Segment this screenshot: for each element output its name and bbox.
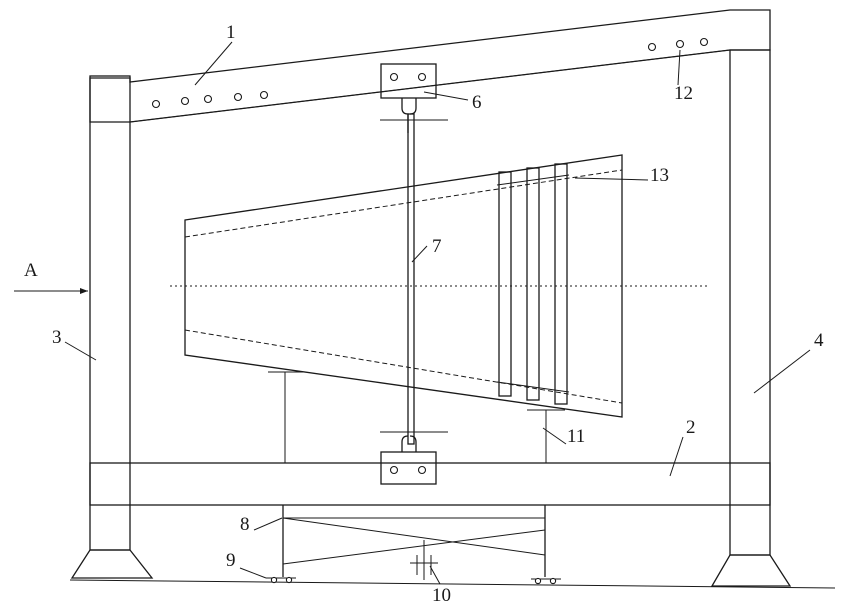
view-arrow-a	[14, 288, 88, 294]
tapered-specimen	[170, 154, 710, 418]
leader-lines	[64, 41, 811, 585]
beam-holes-left	[151, 90, 269, 109]
label-1: 1	[226, 22, 236, 43]
label-2: 2	[686, 417, 696, 438]
right-wheels	[531, 577, 561, 585]
label-12: 12	[674, 83, 693, 104]
base-cart	[282, 505, 546, 577]
label-7: 7	[432, 236, 442, 257]
label-9: 9	[226, 550, 236, 571]
specimen-supports	[268, 371, 565, 463]
label-11: 11	[567, 426, 585, 447]
bottom-beam	[89, 462, 771, 506]
screw-jack	[410, 540, 438, 580]
label-3: 3	[52, 327, 62, 348]
ground-line	[69, 579, 836, 589]
vertical-rod	[407, 113, 415, 445]
left-wheels	[266, 576, 296, 584]
gauge-strips	[496, 163, 570, 405]
left-column	[70, 75, 154, 579]
label-8: 8	[240, 514, 250, 535]
top-beam	[89, 9, 771, 123]
label-4: 4	[814, 330, 824, 351]
bottom-clamp	[380, 431, 448, 485]
label-10: 10	[432, 585, 451, 606]
beam-holes-right	[647, 37, 709, 52]
label-view-a: A	[24, 260, 38, 281]
label-13: 13	[650, 165, 669, 186]
label-6: 6	[472, 92, 482, 113]
